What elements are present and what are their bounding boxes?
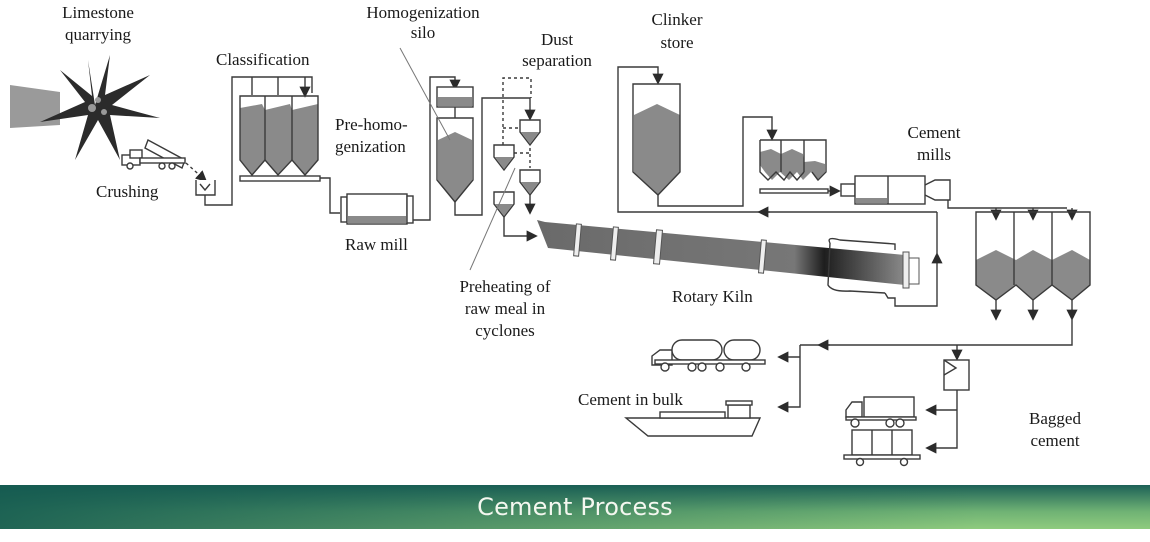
label-bagged-2: cement xyxy=(1030,431,1079,450)
label-limestone-2: quarrying xyxy=(65,25,132,44)
label-clinker-2: store xyxy=(660,33,693,52)
diagram-title: Cement Process xyxy=(477,493,673,521)
label-preheat-2: raw meal in xyxy=(465,299,546,318)
cement-mill-feed-silos xyxy=(759,139,841,197)
label-prehomog-1: Pre-homo- xyxy=(335,115,408,134)
label-dust-1: Dust xyxy=(541,30,573,49)
rail-wagon-icon xyxy=(843,429,921,467)
tanker-truck-icon xyxy=(651,339,801,413)
cement-mill-icon xyxy=(840,175,1067,209)
bagging-machine-icon xyxy=(925,345,970,454)
label-cement-mills-2: mills xyxy=(917,145,951,164)
limestone-quarry-icon xyxy=(10,55,160,160)
label-limestone-1: Limestone xyxy=(62,3,134,22)
title-banner: Cement Process xyxy=(0,485,1150,529)
label-crushing: Crushing xyxy=(96,182,159,201)
label-classification: Classification xyxy=(216,50,310,69)
dump-truck-icon xyxy=(121,139,208,182)
cement-silos xyxy=(800,208,1091,351)
label-bagged-1: Bagged xyxy=(1029,409,1081,428)
homogenization-silo xyxy=(399,47,536,216)
label-cement-mills-1: Cement xyxy=(908,123,961,142)
label-homog-2: silo xyxy=(411,23,436,42)
label-raw-mill: Raw mill xyxy=(345,235,408,254)
cement-process-diagram: Limestone quarrying Crushing Classificat… xyxy=(10,3,1091,467)
delivery-truck-icon xyxy=(845,396,917,428)
rotary-kiln-icon xyxy=(537,220,943,307)
label-preheat-1: Preheating of xyxy=(459,277,550,296)
preheater-cyclones xyxy=(469,77,541,271)
clinker-store-silo xyxy=(617,66,938,255)
label-homog-1: Homogenization xyxy=(366,3,480,22)
classification-silos xyxy=(239,77,340,214)
cargo-ship-icon xyxy=(624,400,762,437)
label-cement-in-bulk: Cement in bulk xyxy=(578,390,683,409)
raw-mill-icon xyxy=(340,76,461,225)
label-prehomog-2: genization xyxy=(335,137,406,156)
label-preheat-3: cyclones xyxy=(475,321,534,340)
label-dust-2: separation xyxy=(522,51,592,70)
label-rotary-kiln: Rotary Kiln xyxy=(672,287,753,306)
label-clinker-1: Clinker xyxy=(652,10,703,29)
crusher-icon xyxy=(195,76,313,206)
